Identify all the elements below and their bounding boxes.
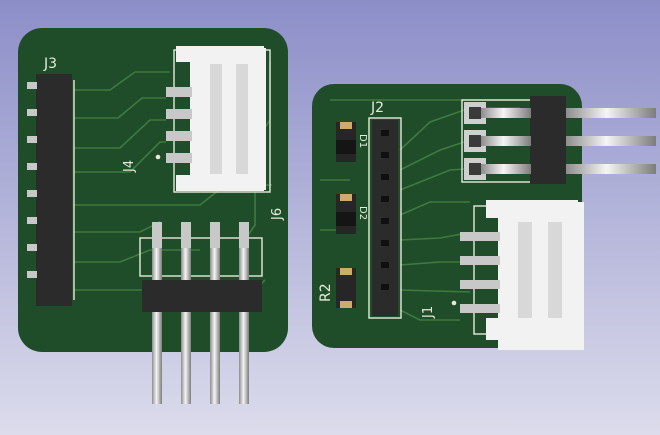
- j6-header-body: [142, 280, 262, 312]
- j2-pin-holes: [381, 130, 389, 290]
- j4-pin1-dot: [155, 154, 161, 160]
- d1-label: D1: [357, 134, 368, 148]
- j2-silk-outline: [368, 117, 402, 319]
- j4-label: J4: [122, 160, 137, 173]
- rt-header-pins: [481, 108, 656, 174]
- j4-connector[interactable]: [155, 46, 271, 193]
- r2-resistor[interactable]: [336, 268, 356, 308]
- j3-header-body: [36, 74, 72, 306]
- j1-connector[interactable]: [451, 200, 584, 350]
- j4-housing: [190, 48, 266, 190]
- j1-pins: [460, 232, 500, 313]
- j6-pins: [152, 222, 249, 404]
- j6-right-angle-header[interactable]: [139, 222, 263, 404]
- j3-pin-header[interactable]: [27, 74, 75, 306]
- j2-label: J2: [370, 100, 384, 116]
- r2-label: R2: [318, 283, 334, 302]
- right-board: D1 D2 R2: [312, 84, 656, 350]
- rt-header-body: [530, 96, 566, 184]
- j1-pin1-dot: [451, 300, 457, 306]
- d2-label: D2: [357, 206, 368, 220]
- right-angle-3pin-header[interactable]: [461, 96, 656, 184]
- j3-label: J3: [43, 56, 57, 72]
- rt-header-pads: [464, 102, 486, 180]
- j1-label: J1: [421, 306, 436, 319]
- d1-diode[interactable]: [336, 122, 356, 162]
- left-board: J3 J4: [18, 28, 288, 404]
- j6-label: J6: [270, 208, 285, 221]
- j4-pins: [166, 87, 192, 163]
- j2-pin-header[interactable]: [368, 117, 402, 319]
- j3-pins: [27, 82, 37, 278]
- j6-silk-outline: [139, 237, 263, 277]
- d2-diode[interactable]: [336, 194, 356, 234]
